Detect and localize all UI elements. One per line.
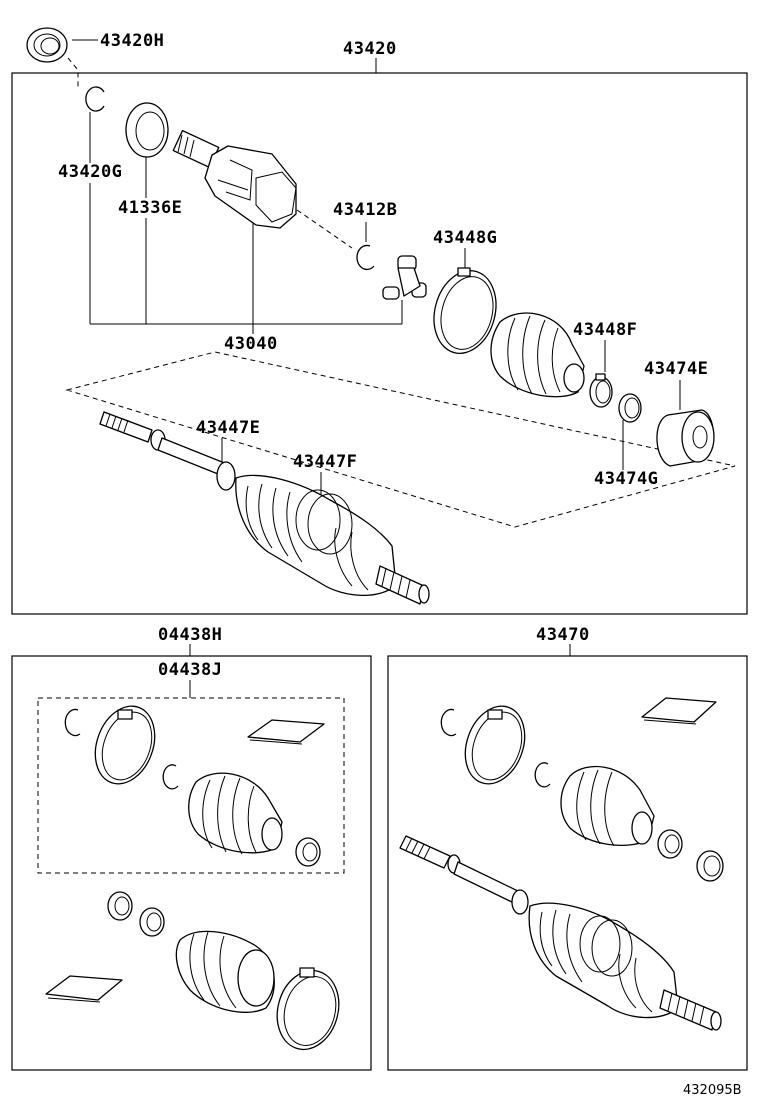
snap-ring-icon[interactable] xyxy=(85,86,105,112)
kit-boot-clamp-large-icon[interactable] xyxy=(85,698,165,792)
tripod-joint-icon[interactable] xyxy=(382,255,427,300)
shaft-group-dashed-outline xyxy=(65,351,736,528)
boot-clamp-small-icon[interactable] xyxy=(589,373,613,408)
label-43420G[interactable]: 43420G xyxy=(58,162,122,182)
label-43412B[interactable]: 43412B xyxy=(333,200,397,220)
boot-clamp-large-icon[interactable] xyxy=(425,264,505,361)
asm-inboard-boot-icon[interactable] xyxy=(560,765,655,847)
label-04438J[interactable]: 04438J xyxy=(158,660,222,680)
asm-boot-clamp-large-icon[interactable] xyxy=(455,698,535,792)
kit-outboard-boot-icon[interactable] xyxy=(175,930,275,1013)
drawing-ref-number: 432095B xyxy=(683,1083,742,1098)
kit-outboard-clamp-icon[interactable] xyxy=(269,964,348,1057)
asm-snap-ring-2-icon[interactable] xyxy=(534,762,551,788)
kit-grease-packet-2-icon[interactable] xyxy=(45,975,123,1003)
label-43420[interactable]: 43420 xyxy=(343,39,397,59)
kit-boot-clamp-small-icon[interactable] xyxy=(295,837,321,867)
asm-grease-packet-icon[interactable] xyxy=(641,697,717,725)
asm-snap-ring-icon[interactable] xyxy=(440,708,457,737)
kit-04438J-dashed-frame xyxy=(37,697,345,874)
damper-ring-icon[interactable] xyxy=(618,393,642,423)
kit-snap-ring-icon[interactable] xyxy=(64,708,81,737)
kit-inboard-boot-icon[interactable] xyxy=(188,772,283,855)
asm-boot-clamp-small-icon[interactable] xyxy=(657,829,683,859)
inboard-boot-icon[interactable] xyxy=(490,312,585,398)
seal-ring-icon[interactable] xyxy=(125,102,169,158)
label-41336E[interactable]: 41336E xyxy=(118,198,182,218)
drive-shaft-assembly-icon[interactable] xyxy=(99,411,430,605)
kit-snap-ring-2-icon[interactable] xyxy=(162,764,179,790)
label-43447E[interactable]: 43447E xyxy=(196,418,260,438)
kit-clamp-pair-icon[interactable] xyxy=(107,891,165,937)
label-43447F[interactable]: 43447F xyxy=(293,452,357,472)
label-43448G[interactable]: 43448G xyxy=(433,228,497,248)
inboard-joint-housing-icon[interactable] xyxy=(172,129,297,229)
kit-04438H-frame xyxy=(11,655,372,1071)
snap-ring-small-icon[interactable] xyxy=(356,244,375,271)
assembly-43470-frame xyxy=(387,655,748,1071)
oil-seal-icon[interactable] xyxy=(26,27,68,63)
asm-drive-shaft-icon[interactable] xyxy=(399,835,722,1031)
label-04438H[interactable]: 04438H xyxy=(158,625,222,645)
asm-damper-clamp-icon[interactable] xyxy=(696,850,724,882)
label-43040[interactable]: 43040 xyxy=(224,334,278,354)
dynamic-damper-icon[interactable] xyxy=(656,409,715,467)
label-43470[interactable]: 43470 xyxy=(536,625,590,645)
label-43420H[interactable]: 43420H xyxy=(100,31,164,51)
kit-grease-packet-icon[interactable] xyxy=(247,719,325,745)
label-43448F[interactable]: 43448F xyxy=(573,320,637,340)
assembly-43420-frame xyxy=(11,72,748,615)
label-43474G[interactable]: 43474G xyxy=(594,469,658,489)
label-43474E[interactable]: 43474E xyxy=(644,359,708,379)
